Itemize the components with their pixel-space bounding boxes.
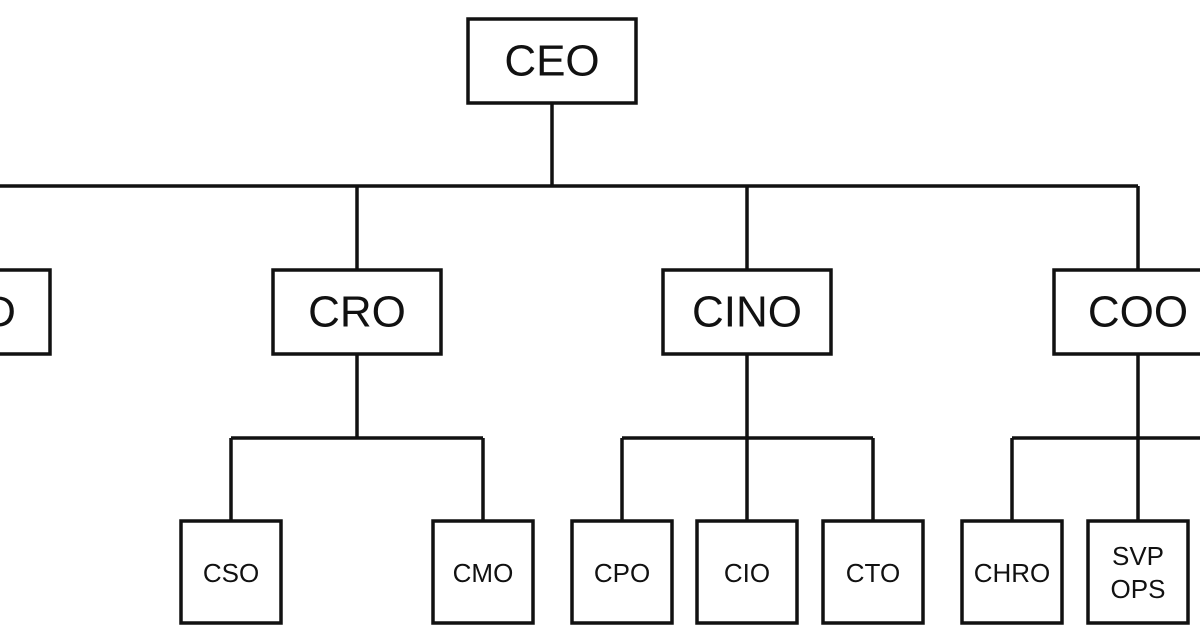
node-label-cino: CINO — [692, 288, 802, 337]
connectors — [0, 103, 1200, 521]
node-left-edge: D — [0, 268, 52, 356]
node-coo: COO — [1052, 268, 1200, 356]
node-box-cro — [271, 268, 443, 356]
node-cto: CTO — [821, 519, 925, 625]
node-box-cmo — [431, 519, 535, 625]
node-box-chro — [960, 519, 1064, 625]
node-label-coo: COO — [1088, 288, 1188, 337]
node-label-left-edge: D — [0, 288, 16, 337]
node-box-cino — [661, 268, 833, 356]
node-label-svp: SVP — [1112, 541, 1164, 571]
node-box-cso — [179, 519, 283, 625]
node-chro: CHRO — [960, 519, 1064, 625]
node-label-chro: CHRO — [974, 558, 1051, 588]
node-box-svp-ops — [1086, 519, 1190, 625]
node-box-ceo — [466, 17, 638, 105]
node-label-cro: CRO — [308, 288, 406, 337]
node-svp-ops: SVP OPS — [1086, 519, 1190, 625]
node-box-left-edge — [0, 268, 52, 356]
node-label-ops: OPS — [1111, 574, 1166, 604]
node-box-cto — [821, 519, 925, 625]
node-box-cio — [695, 519, 799, 625]
node-label-cpo: CPO — [594, 558, 650, 588]
node-cmo: CMO — [431, 519, 535, 625]
node-cio: CIO — [695, 519, 799, 625]
node-box-cpo — [570, 519, 674, 625]
node-ceo: CEO — [466, 17, 638, 105]
node-cpo: CPO — [570, 519, 674, 625]
node-box-coo — [1052, 268, 1200, 356]
node-label-cio: CIO — [724, 558, 770, 588]
node-cso: CSO — [179, 519, 283, 625]
node-label-ceo: CEO — [504, 37, 599, 86]
node-label-cso: CSO — [203, 558, 259, 588]
node-cro: CRO — [271, 268, 443, 356]
node-label-cto: CTO — [846, 558, 900, 588]
node-label-cmo: CMO — [453, 558, 514, 588]
node-cino: CINO — [661, 268, 833, 356]
